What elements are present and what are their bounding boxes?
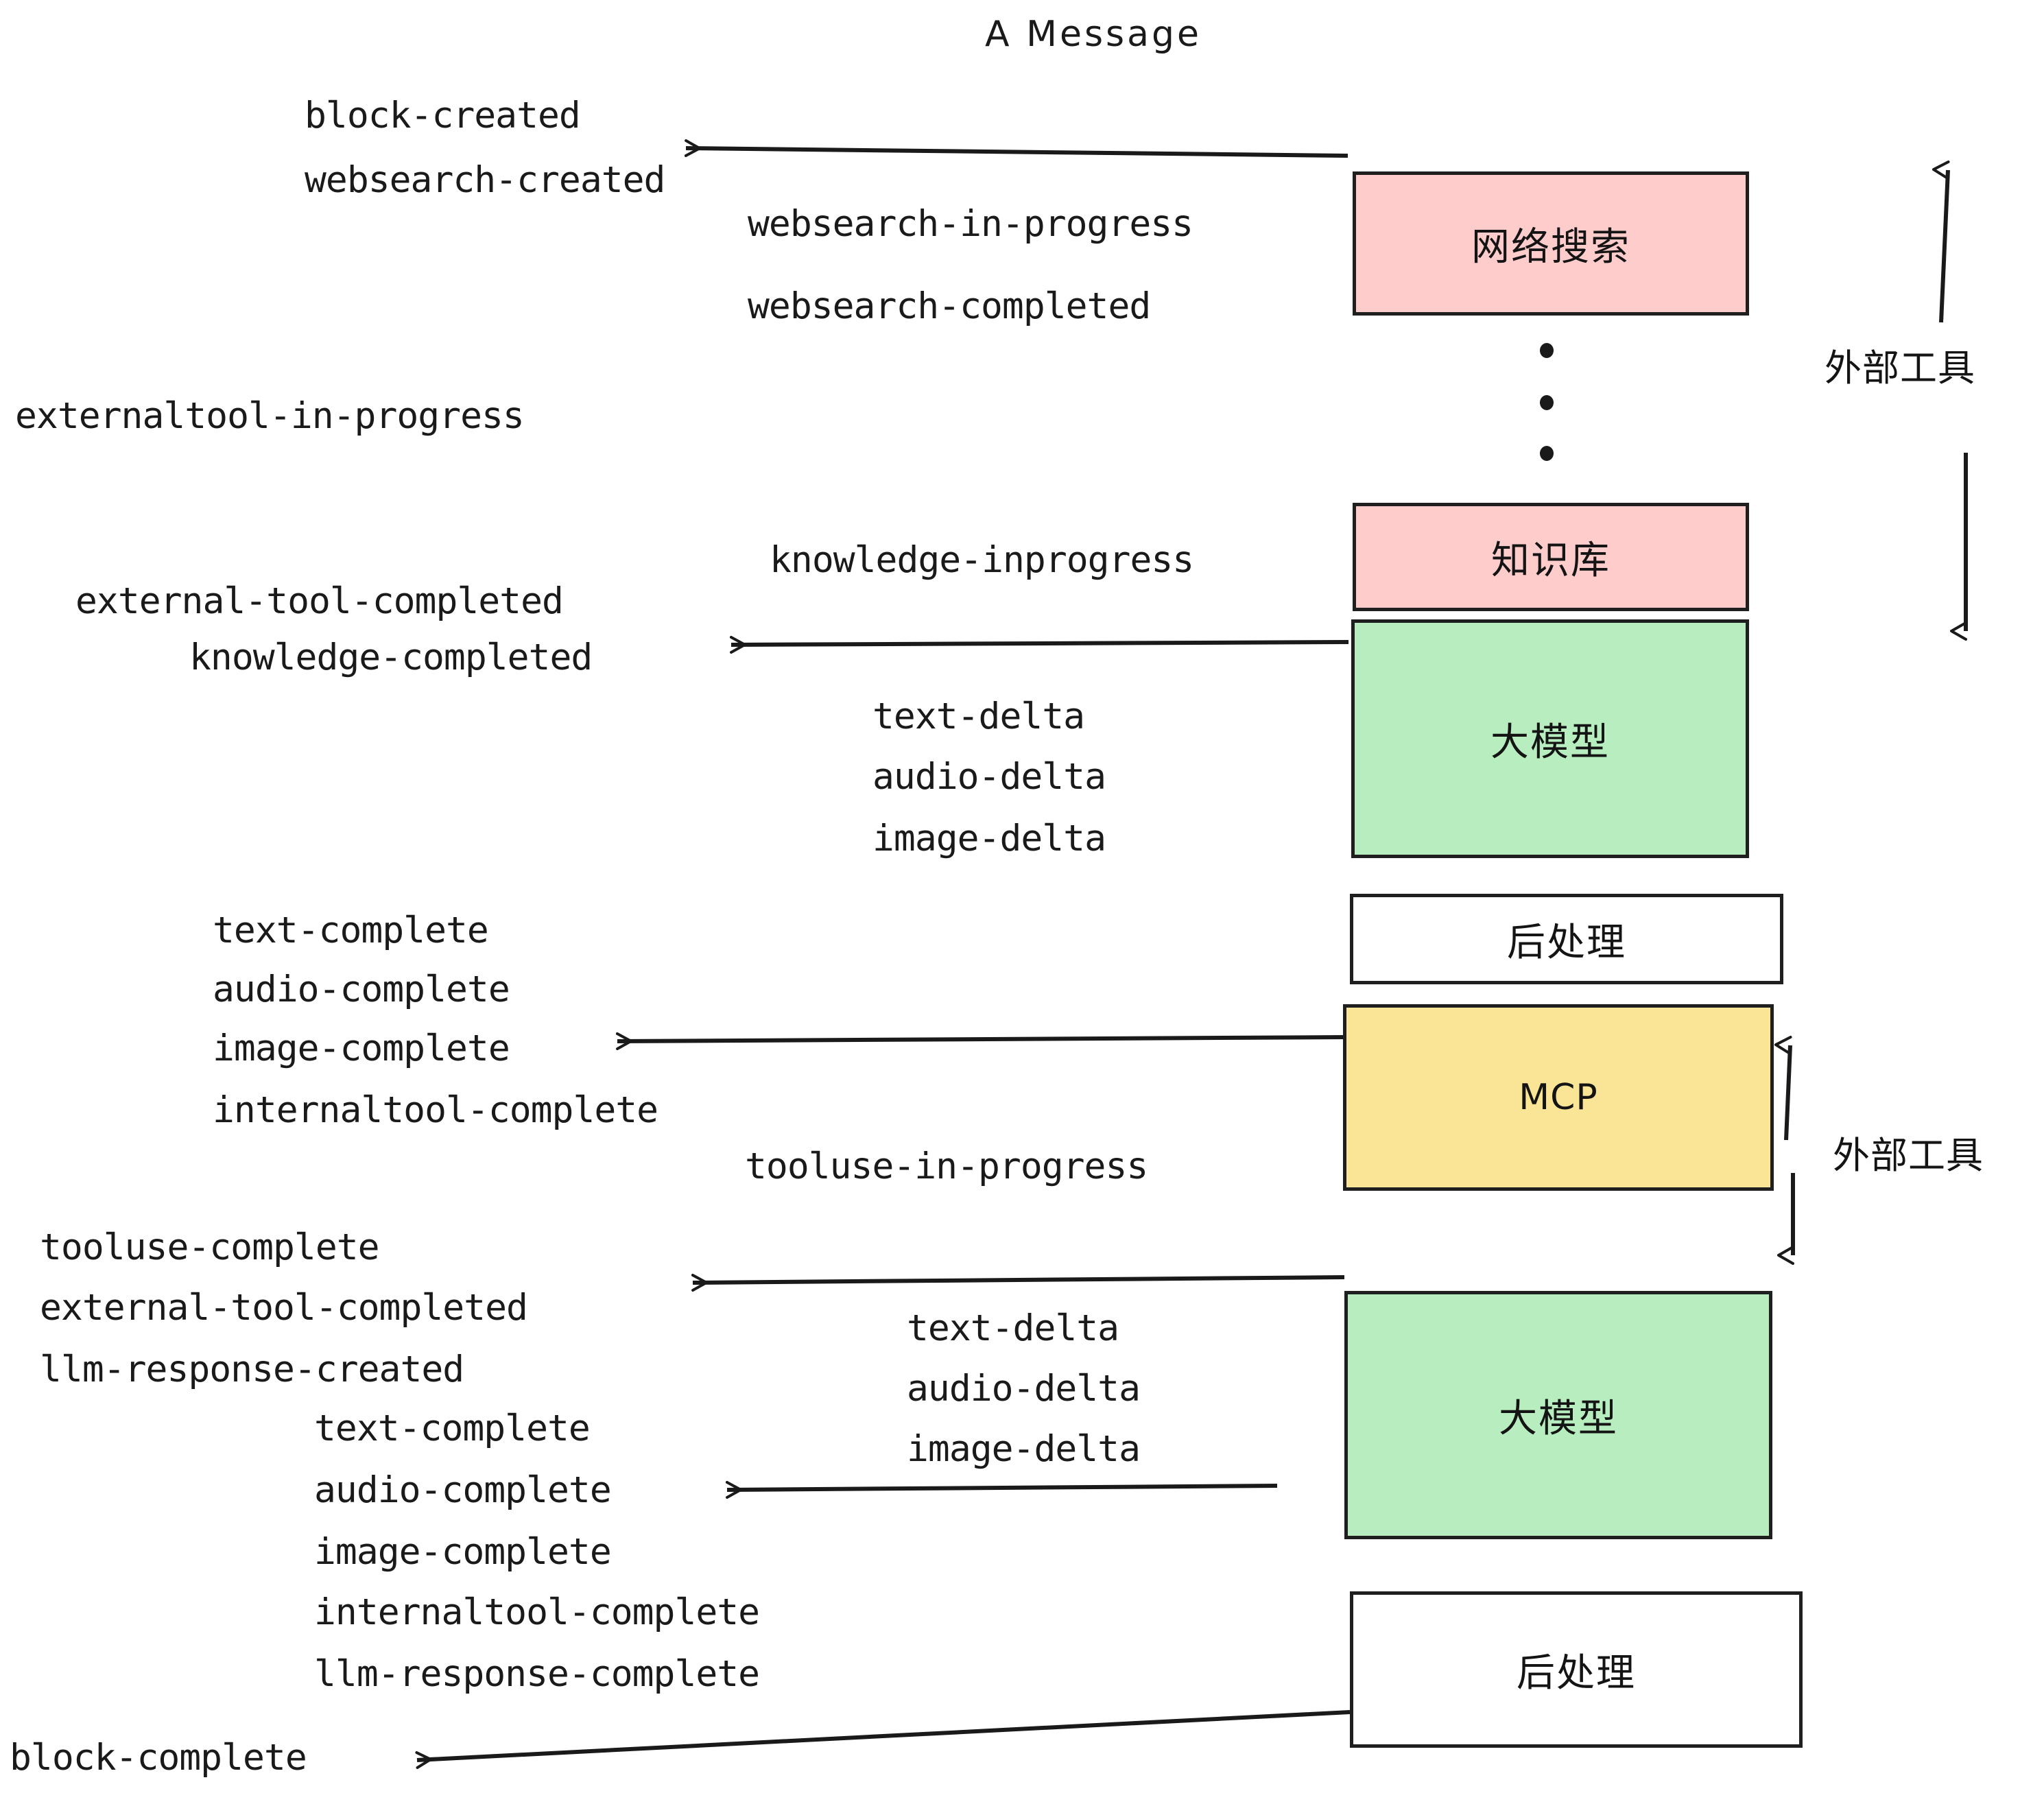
node-postprocess-bottom[interactable]: 后处理 xyxy=(1350,1591,1803,1748)
ellipsis-dot-3 xyxy=(1540,446,1554,461)
node-websearch[interactable]: 网络搜索 xyxy=(1353,171,1749,316)
node-knowledge[interactable]: 知识库 xyxy=(1353,503,1749,611)
ellipsis-dot-2 xyxy=(1540,395,1554,410)
event-text-complete-2: text-complete xyxy=(314,1408,591,1449)
node-llm-bottom-label: 大模型 xyxy=(1499,1396,1618,1441)
arrow-knowledge-to-completed xyxy=(729,636,1349,654)
node-postprocess-bottom-label: 后处理 xyxy=(1517,1650,1636,1696)
bracket-bottom-label: 外部工具 xyxy=(1833,1134,1984,1177)
event-image-delta-2: image-delta xyxy=(907,1428,1141,1470)
node-mcp[interactable]: MCP xyxy=(1343,1004,1774,1191)
event-image-complete-1: image-complete xyxy=(213,1028,510,1069)
node-mcp-label: MCP xyxy=(1519,1077,1598,1118)
bracket-top-label: 外部工具 xyxy=(1825,346,1975,390)
arrow-websearch-to-blockcreated xyxy=(684,139,1348,158)
event-internaltool-complete-1: internaltool-complete xyxy=(213,1089,658,1131)
event-knowledge-inprogress: knowledge-inprogress xyxy=(770,539,1194,581)
bracket-top-up-arrow xyxy=(1932,161,1950,323)
page-title: A Message xyxy=(985,14,1202,55)
bracket-bottom-up-arrow xyxy=(1774,1036,1792,1141)
event-external-tool-completed-2: external-tool-completed xyxy=(40,1287,528,1329)
event-tooluse-complete: tooluse-complete xyxy=(40,1226,380,1268)
event-internaltool-complete-2: internaltool-complete xyxy=(314,1591,760,1633)
node-llm-top[interactable]: 大模型 xyxy=(1351,619,1749,858)
event-knowledge-completed: knowledge-completed xyxy=(189,637,593,678)
event-text-delta-2: text-delta xyxy=(907,1307,1119,1349)
node-llm-top-label: 大模型 xyxy=(1490,720,1610,765)
event-websearch-created: websearch-created xyxy=(305,159,665,201)
event-externaltool-in-progress: externaltool-in-progress xyxy=(15,395,525,437)
event-websearch-completed: websearch-completed xyxy=(748,285,1151,327)
event-llm-response-created: llm-response-created xyxy=(40,1349,464,1390)
event-llm-response-complete: llm-response-complete xyxy=(314,1653,760,1695)
event-image-complete-2: image-complete xyxy=(314,1531,612,1573)
event-external-tool-completed-1: external-tool-completed xyxy=(75,580,564,622)
arrow-llmbottom-to-audiocomplete xyxy=(725,1481,1278,1499)
event-image-delta-1: image-delta xyxy=(872,818,1106,859)
event-audio-complete-1: audio-complete xyxy=(213,969,510,1010)
event-tooluse-in-progress: tooluse-in-progress xyxy=(745,1146,1148,1187)
event-text-complete-1: text-complete xyxy=(213,910,489,951)
node-postprocess-top-label: 后处理 xyxy=(1507,920,1626,965)
event-block-complete: block-complete xyxy=(10,1737,307,1779)
event-audio-complete-2: audio-complete xyxy=(314,1469,612,1511)
arrow-postbottom-to-blockcomplete xyxy=(415,1710,1351,1769)
event-block-created: block-created xyxy=(305,95,581,137)
node-websearch-label: 网络搜索 xyxy=(1471,224,1630,270)
node-knowledge-label: 知识库 xyxy=(1491,538,1611,583)
event-audio-delta-1: audio-delta xyxy=(872,756,1106,798)
node-llm-bottom[interactable]: 大模型 xyxy=(1344,1291,1772,1539)
event-audio-delta-2: audio-delta xyxy=(907,1368,1141,1410)
arrow-llmtop-to-imagecomplete xyxy=(615,1032,1348,1050)
ellipsis-dot-1 xyxy=(1540,343,1554,358)
node-postprocess-top[interactable]: 后处理 xyxy=(1350,894,1783,984)
event-text-delta-1: text-delta xyxy=(872,696,1085,737)
arrow-mcp-to-toolusecomplete xyxy=(691,1274,1345,1292)
event-websearch-in-progress: websearch-in-progress xyxy=(748,203,1193,245)
